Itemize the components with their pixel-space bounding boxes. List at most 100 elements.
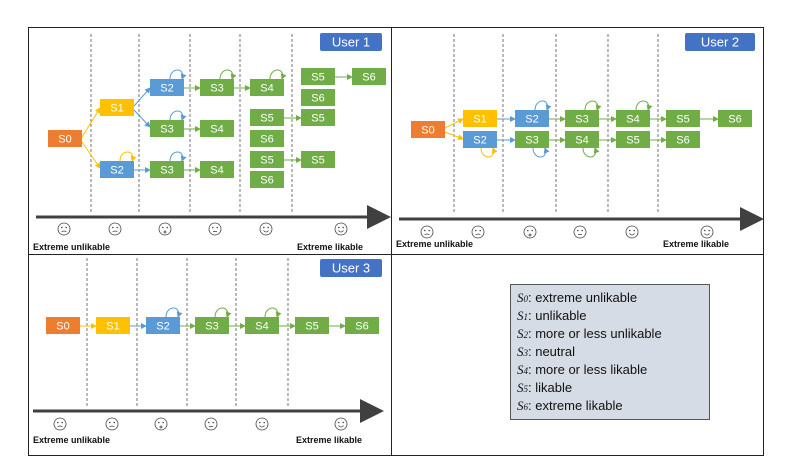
- state-label: S3: [210, 83, 223, 95]
- state-label: S4: [210, 124, 223, 136]
- state-node-s2: S2: [515, 110, 549, 127]
- state-label: S6: [728, 114, 741, 126]
- state-label: S4: [575, 135, 588, 147]
- self-loop: [264, 307, 282, 318]
- legend-item: S2: more or less unlikable: [517, 326, 662, 341]
- more-or-less-likable-face-icon: [259, 222, 273, 236]
- state-box: [150, 79, 184, 96]
- face-mouth: [61, 230, 67, 233]
- face-outline: [154, 417, 168, 431]
- extreme-unlikable-face-icon: [57, 222, 71, 236]
- state-label: S4: [260, 83, 273, 95]
- state-box: [301, 89, 335, 106]
- more-or-less-unlikable-face-icon: [523, 225, 537, 239]
- face-eye: [267, 226, 270, 229]
- transition-arrow: [234, 173, 250, 180]
- state-label: S6: [676, 135, 689, 147]
- face-mouth: [424, 233, 430, 236]
- state-label: S4: [255, 321, 268, 333]
- state-node-s5: S5: [295, 317, 329, 334]
- axis-end-label: Extreme likable: [297, 242, 363, 252]
- state-node-s4: S4: [565, 131, 599, 148]
- state-node-s6: S6: [250, 171, 284, 188]
- state-node-s3: S3: [150, 161, 184, 178]
- axis-end-label: Extreme unlikable: [396, 239, 473, 249]
- self-loop: [582, 147, 600, 158]
- state-node-s5: S5: [301, 109, 335, 126]
- state-node-s4: S4: [245, 317, 279, 334]
- state-label: S6: [355, 321, 368, 333]
- transition-arrow: [81, 107, 101, 138]
- state-box: [250, 79, 284, 96]
- state-box: [515, 110, 549, 127]
- face-outline: [158, 222, 172, 236]
- state-label: S5: [260, 155, 273, 167]
- state-node-s6: S6: [352, 68, 386, 85]
- state-label: S5: [311, 155, 324, 167]
- state-box: [301, 68, 335, 85]
- state-node-s4: S4: [200, 120, 234, 137]
- state-box: [250, 151, 284, 168]
- user-tag-label: User 3: [332, 261, 370, 276]
- face-eye: [259, 421, 261, 424]
- state-node-s3: S3: [150, 120, 184, 137]
- state-label: S2: [110, 165, 123, 177]
- face-mouth: [338, 425, 344, 428]
- state-box: [150, 120, 184, 137]
- face-outline: [208, 222, 222, 236]
- face-outline: [53, 417, 67, 431]
- user-tag-box: [685, 33, 755, 51]
- emotion-faces: [53, 222, 714, 431]
- state-node-s5: S5: [250, 109, 284, 126]
- state-label: S2: [473, 135, 486, 147]
- state-box: [250, 130, 284, 147]
- unlikable-face-icon: [108, 222, 122, 236]
- face-mouth: [338, 230, 344, 233]
- face-mouth: [163, 230, 167, 234]
- face-eye: [577, 229, 579, 232]
- state-label: S5: [305, 321, 318, 333]
- face-eye: [61, 226, 63, 229]
- axis-end-label: Extreme unlikable: [33, 242, 110, 252]
- face-mouth: [263, 230, 269, 233]
- face-outline: [420, 225, 434, 239]
- face-eye: [166, 226, 168, 229]
- face-eye: [208, 421, 210, 424]
- neutral-face-icon: [204, 417, 218, 431]
- face-eye: [158, 421, 160, 424]
- face-mouth: [57, 425, 63, 428]
- state-box: [411, 121, 445, 138]
- self-loop: [534, 100, 552, 111]
- self-loop: [532, 147, 550, 158]
- user-tag-box: [320, 33, 382, 51]
- face-eye: [479, 229, 482, 232]
- state-label: S2: [160, 83, 173, 95]
- state-node-s3: S3: [565, 110, 599, 127]
- face-eye: [428, 229, 431, 232]
- legend-item: S6: extreme likable: [517, 398, 623, 413]
- state-label: S1: [110, 103, 123, 115]
- state-label: S3: [205, 321, 218, 333]
- state-node-s1: S1: [100, 99, 134, 116]
- state-box: [96, 317, 130, 334]
- face-eye: [263, 421, 266, 424]
- transition-arrow: [234, 118, 250, 126]
- state-node-s5: S5: [616, 131, 650, 148]
- state-label: S3: [160, 165, 173, 177]
- state-label: S1: [473, 114, 486, 126]
- face-outline: [259, 222, 273, 236]
- more-or-less-unlikable-face-icon: [154, 417, 168, 431]
- state-node-s2: S2: [463, 131, 497, 148]
- state-node-s5: S5: [250, 151, 284, 168]
- state-box: [666, 131, 700, 148]
- state-box: [250, 109, 284, 126]
- state-box: [46, 317, 80, 334]
- transition-arrow: [234, 160, 250, 167]
- face-outline: [108, 222, 122, 236]
- state-node-s2: S2: [100, 161, 134, 178]
- extreme-unlikable-face-icon: [420, 225, 434, 239]
- state-node-s6: S6: [345, 317, 379, 334]
- face-mouth: [475, 233, 481, 236]
- face-mouth: [629, 233, 635, 236]
- state-node-s1: S1: [96, 317, 130, 334]
